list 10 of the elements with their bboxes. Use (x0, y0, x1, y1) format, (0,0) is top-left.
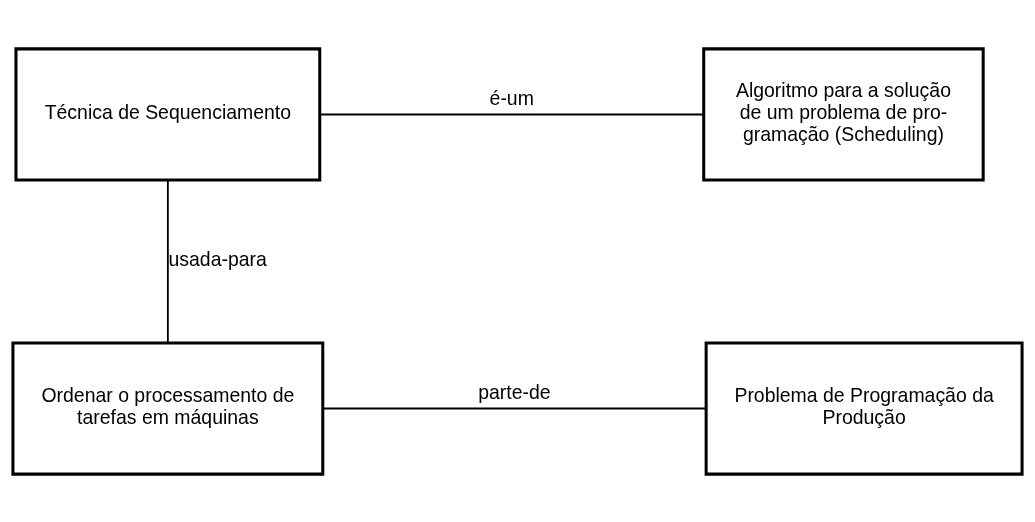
edge-label: parte-de (478, 380, 551, 403)
edge-label: é-um (489, 86, 534, 109)
connector (166, 179, 169, 344)
edge-label: usada-para (168, 247, 267, 270)
node-box: Problema de Programação da Produção (704, 340, 1024, 476)
node-box: Técnica de Sequenciamento (14, 46, 322, 182)
node-box: Ordenar o processamento de tarefas em máquinas (11, 340, 325, 476)
node-box: Algoritmo para a solução de um problema de pro- gramação (Scheduling) (702, 46, 985, 182)
connector (318, 113, 705, 115)
connector (321, 407, 707, 409)
